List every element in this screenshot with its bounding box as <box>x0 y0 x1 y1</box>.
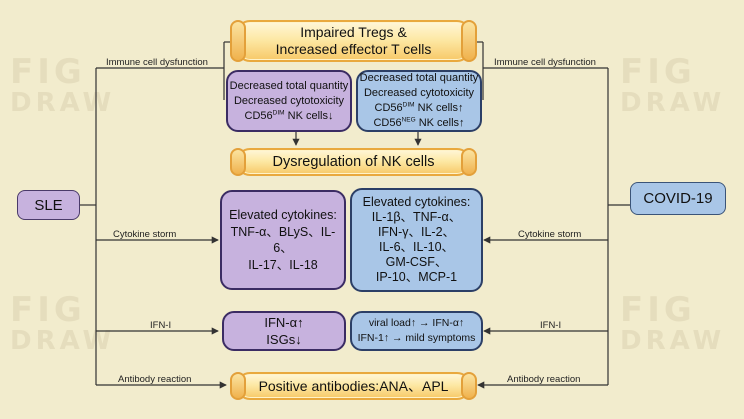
cytokine-covid-line4: IL-6、IL-10、 <box>378 240 455 254</box>
nk-covid-box: Decreased total quantity Decreased cytot… <box>356 70 482 132</box>
watermark-fig: FIG <box>620 52 696 92</box>
nk-covid-line1: Decreased total quantity <box>359 72 479 84</box>
antibody-box: Positive antibodies:ANA、APL <box>230 372 477 400</box>
watermark-draw: DRAW <box>620 326 726 356</box>
nk-sle-line1: Decreased total quantity <box>229 79 349 92</box>
cytokine-sle-line1: Elevated cytokines: <box>229 208 337 222</box>
watermark-draw: DRAW <box>620 88 726 118</box>
watermark-fig: FIG <box>10 290 86 330</box>
label-immune-left: Immune cell dysfunction <box>106 57 208 68</box>
nk-sle-box: Decreased total quantity Decreased cytot… <box>226 70 352 132</box>
nk-dysregulation-box: Dysregulation of NK cells <box>230 148 477 176</box>
ifn-sle-line2: ISGs↓ <box>266 332 302 347</box>
nk-sle-line2: Decreased cytotoxicity <box>233 94 345 107</box>
label-antibody-left: Antibody reaction <box>118 374 192 385</box>
tregs-box: Impaired Tregs & Increased effector T ce… <box>230 20 477 62</box>
label-antibody-right: Antibody reaction <box>507 374 581 385</box>
label-ifn-left: IFN-I <box>150 320 172 331</box>
ifn-covid-line2: IFN-1↑ → mild symptoms <box>357 332 476 344</box>
watermark-draw: DRAW <box>10 326 116 356</box>
label-storm-left: Cytokine storm <box>113 229 177 240</box>
cytokine-sle-box: Elevated cytokines: TNF-α、BLyS、IL-6、 IL-… <box>220 190 346 290</box>
cytokine-sle-line3: IL-17、IL-18 <box>248 257 318 272</box>
cytokine-covid-line1: Elevated cytokines: <box>362 195 471 209</box>
sle-label: SLE <box>34 196 63 214</box>
ifn-covid-box: viral load↑ → IFN-α↑ IFN-1↑ → mild sympt… <box>350 311 483 351</box>
ifn-covid-line1: viral load↑ → IFN-α↑ <box>368 317 465 329</box>
watermark-fig: FIG <box>620 290 696 330</box>
nk-sle-line3: CD56DIM NK cells↓ <box>244 108 334 122</box>
label-storm-right: Cytokine storm <box>518 229 582 240</box>
ifn-sle-line1: IFN-α↑ <box>264 315 304 330</box>
covid-box: COVID-19 <box>630 182 726 215</box>
sle-box: SLE <box>17 190 80 220</box>
ifn-sle-box: IFN-α↑ ISGs↓ <box>222 311 346 351</box>
nk-covid-line2: Decreased cytotoxicity <box>363 87 475 99</box>
watermark-draw: DRAW <box>10 88 116 118</box>
cytokine-covid-line5: GM-CSF、 <box>385 255 448 269</box>
watermark-fig: FIG <box>10 52 86 92</box>
nk-dysregulation-label: Dysregulation of NK cells <box>272 154 435 170</box>
cytokine-covid-line3: IFN-γ、IL-2、 <box>377 225 456 239</box>
cytokine-covid-line6: IP-10、MCP-1 <box>375 270 458 284</box>
cytokine-covid-line2: IL-1β、TNF-α、 <box>371 210 462 224</box>
cytokine-covid-box: Elevated cytokines: IL-1β、TNF-α、 IFN-γ、I… <box>350 188 483 292</box>
label-immune-right: Immune cell dysfunction <box>494 57 596 68</box>
covid-label: COVID-19 <box>643 190 713 207</box>
nk-covid-line3: CD56DIM NK cells↑ <box>374 101 464 114</box>
cytokine-sle-line2: TNF-α、BLyS、IL-6、 <box>230 224 336 256</box>
nk-covid-line4: CD56NEG NK cells↑ <box>373 116 465 129</box>
tregs-line1: Impaired Tregs & <box>300 24 407 40</box>
label-ifn-right: IFN-I <box>540 320 562 331</box>
antibody-label: Positive antibodies:ANA、APL <box>258 378 449 394</box>
tregs-line2: Increased effector T cells <box>275 41 432 57</box>
